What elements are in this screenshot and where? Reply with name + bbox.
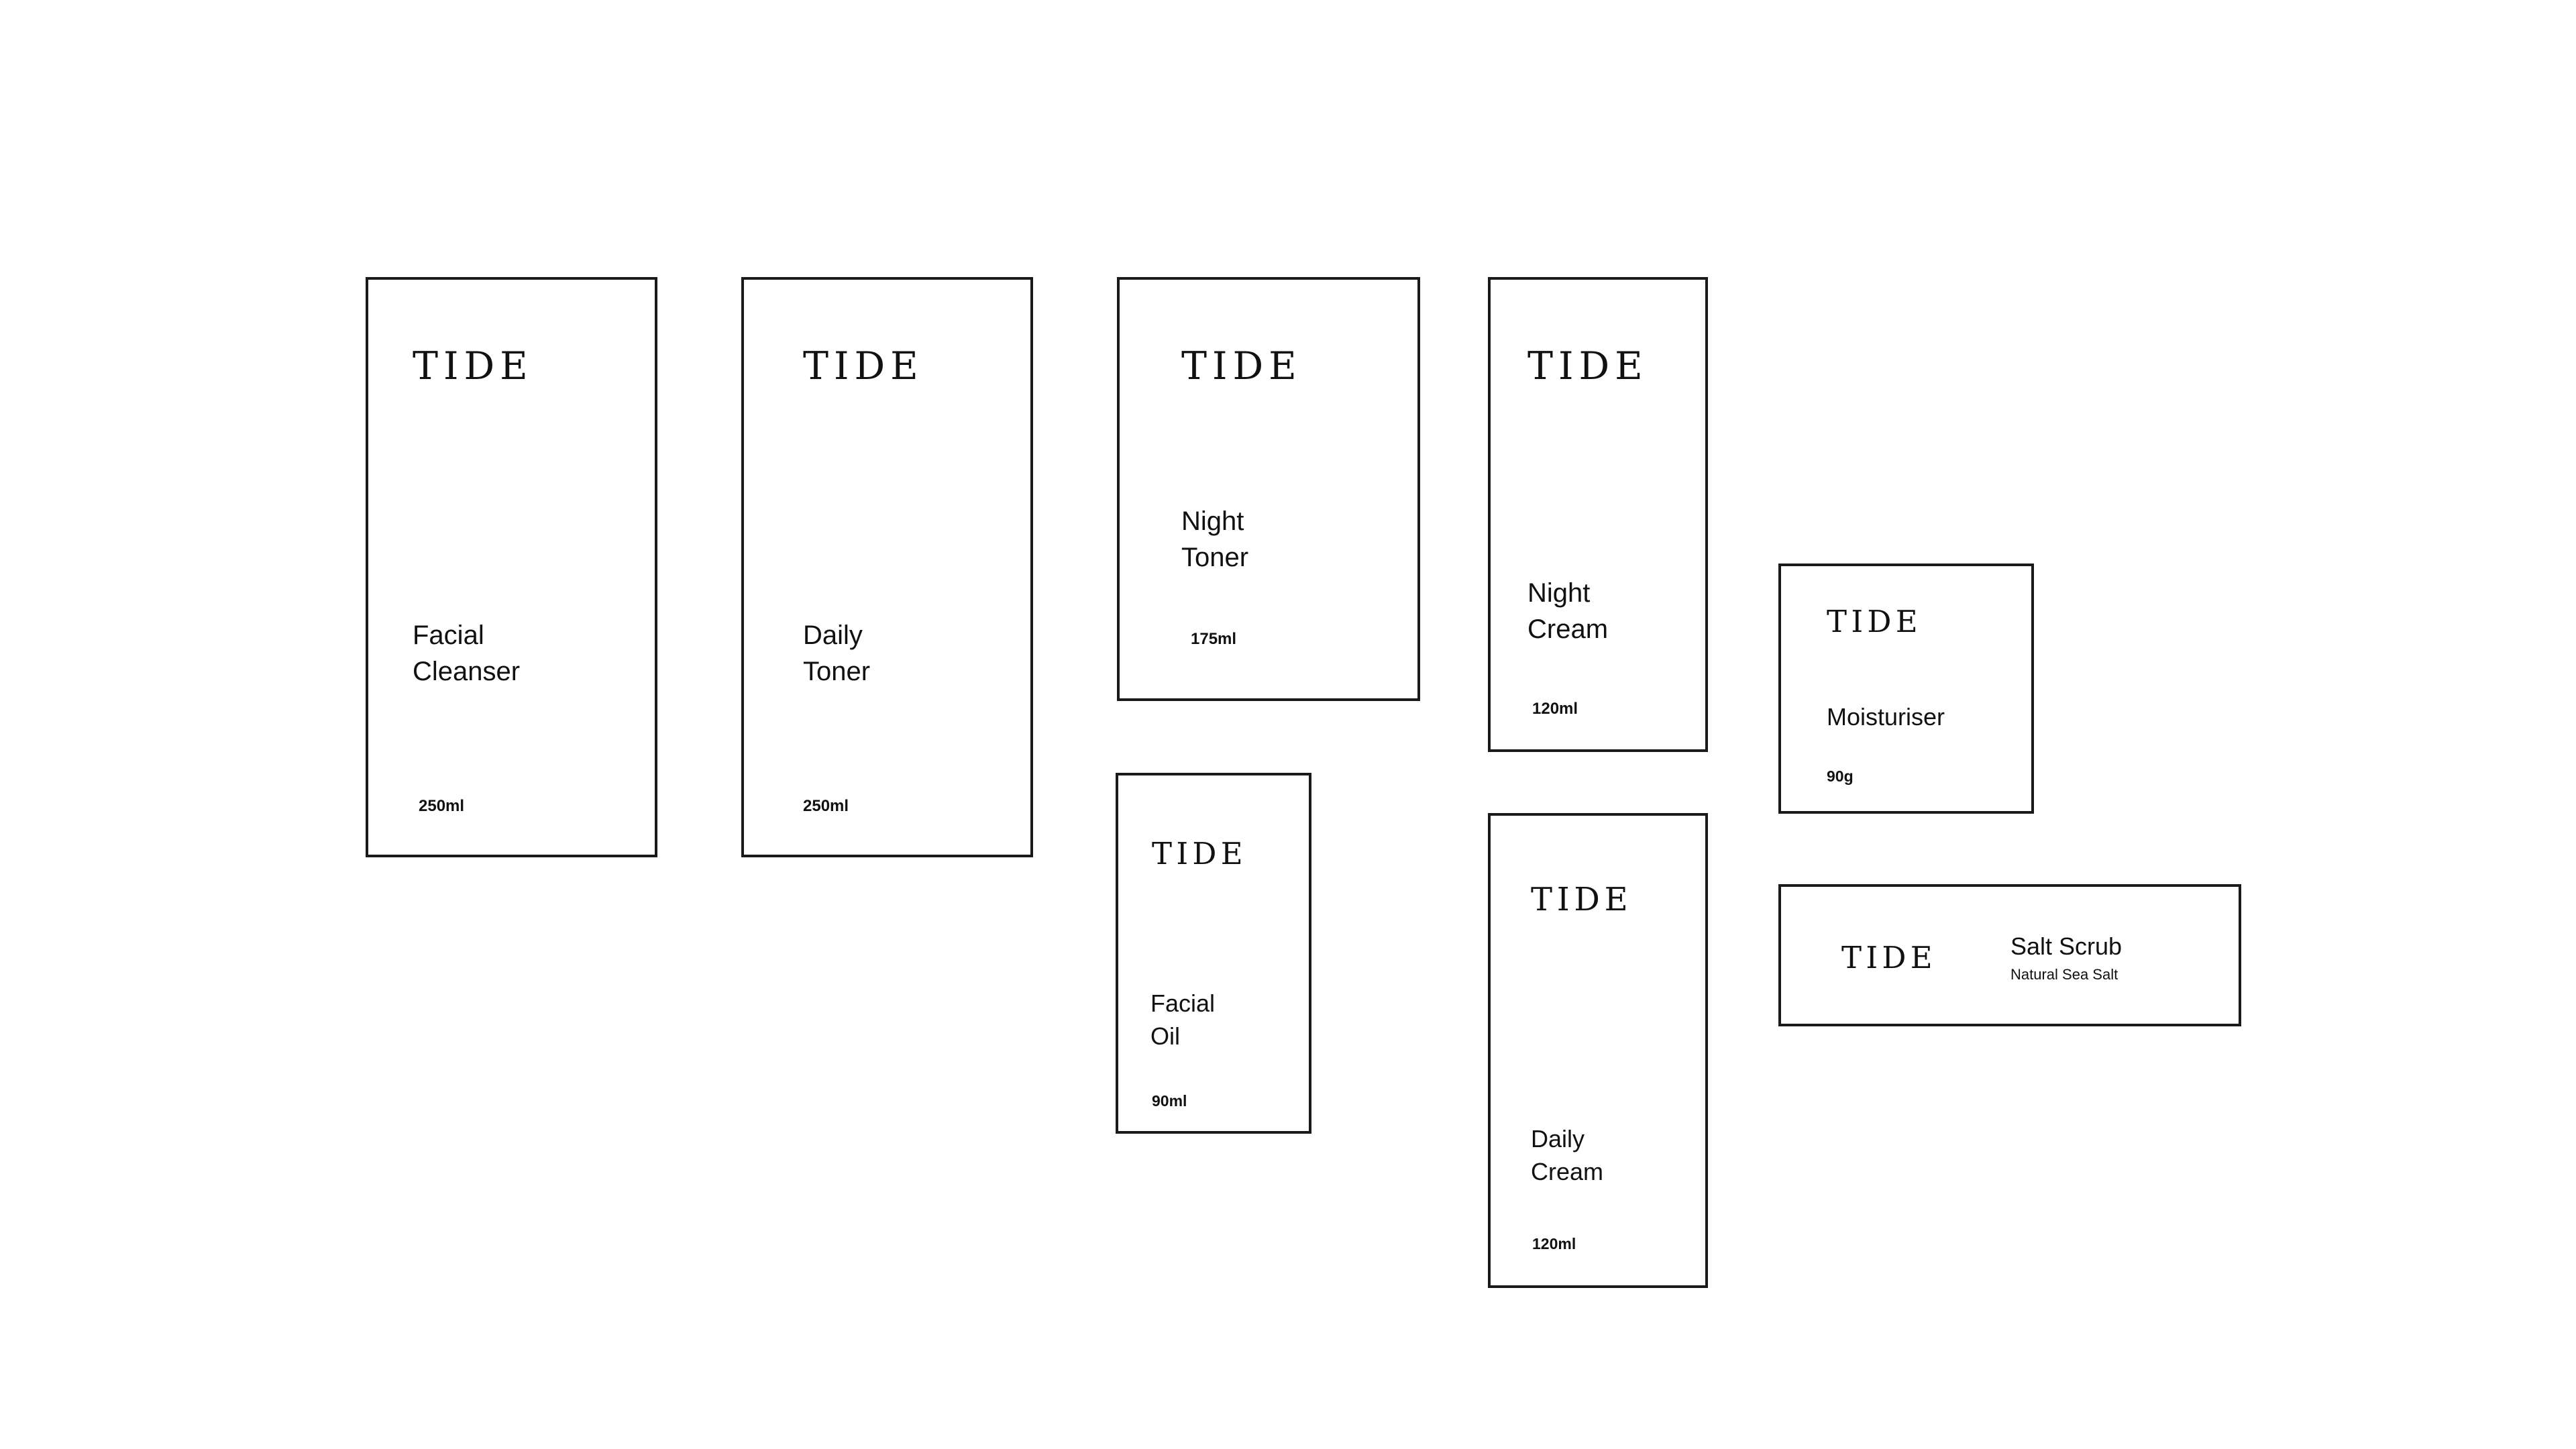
product-name-line2: Cleanser: [413, 657, 521, 686]
product-volume: 90g: [1827, 767, 1854, 785]
brand-logo: TIDE: [413, 344, 533, 388]
product-name-line2: Oil: [1150, 1022, 1180, 1050]
product-name-line1: Daily: [1531, 1125, 1585, 1152]
product-volume: 120ml: [1532, 1235, 1576, 1252]
brand-logo: TIDE: [1827, 604, 1922, 639]
brand-logo: TIDE: [1841, 940, 1937, 975]
product-name: Facial Oil: [1150, 987, 1215, 1053]
product-name: Salt Scrub: [2010, 932, 2123, 960]
product-name: Daily Cream: [1531, 1123, 1603, 1188]
product-name: Facial Cleanser: [413, 617, 520, 690]
product-name-line1: Facial: [1150, 989, 1216, 1017]
brand-logo: TIDE: [1527, 344, 1648, 388]
product-name-line2: Toner: [1181, 543, 1249, 572]
product-name: Daily Toner: [803, 617, 870, 690]
product-name: Moisturiser: [1827, 703, 1945, 731]
product-name-line2: Cream: [1531, 1157, 1604, 1185]
label-daily-cream: TIDE Daily Cream 120ml: [1488, 813, 1708, 1288]
label-facial-cleanser: TIDE Facial Cleanser 250ml: [366, 277, 657, 857]
product-name-line1: Facial: [413, 621, 484, 650]
product-name-line1: Daily: [803, 621, 863, 650]
label-night-cream: TIDE Night Cream 120ml: [1488, 277, 1708, 752]
product-name: Night Toner: [1181, 503, 1248, 576]
brand-logo: TIDE: [1531, 881, 1633, 918]
label-night-toner: TIDE Night Toner 175ml: [1117, 277, 1420, 701]
product-volume: 250ml: [419, 797, 465, 815]
brand-logo: TIDE: [803, 344, 924, 388]
product-volume: 250ml: [803, 797, 849, 815]
label-salt-scrub: TIDE Salt Scrub Natural Sea Salt: [1778, 884, 2241, 1026]
product-volume: 90ml: [1152, 1092, 1187, 1110]
product-name: Night Cream: [1527, 575, 1608, 647]
brand-logo: TIDE: [1181, 344, 1302, 388]
product-name-line2: Toner: [803, 657, 871, 686]
label-moisturiser: TIDE Moisturiser 90g: [1778, 564, 2034, 814]
product-volume: 120ml: [1532, 700, 1578, 718]
product-name-line2: Cream: [1527, 614, 1609, 644]
product-volume: 175ml: [1191, 630, 1237, 648]
brand-logo: TIDE: [1152, 836, 1247, 871]
product-name-line1: Night: [1181, 506, 1244, 536]
label-daily-toner: TIDE Daily Toner 250ml: [741, 277, 1033, 857]
product-subtitle: Natural Sea Salt: [2010, 966, 2118, 983]
product-name-line1: Night: [1527, 578, 1591, 608]
label-facial-oil: TIDE Facial Oil 90ml: [1116, 773, 1311, 1134]
